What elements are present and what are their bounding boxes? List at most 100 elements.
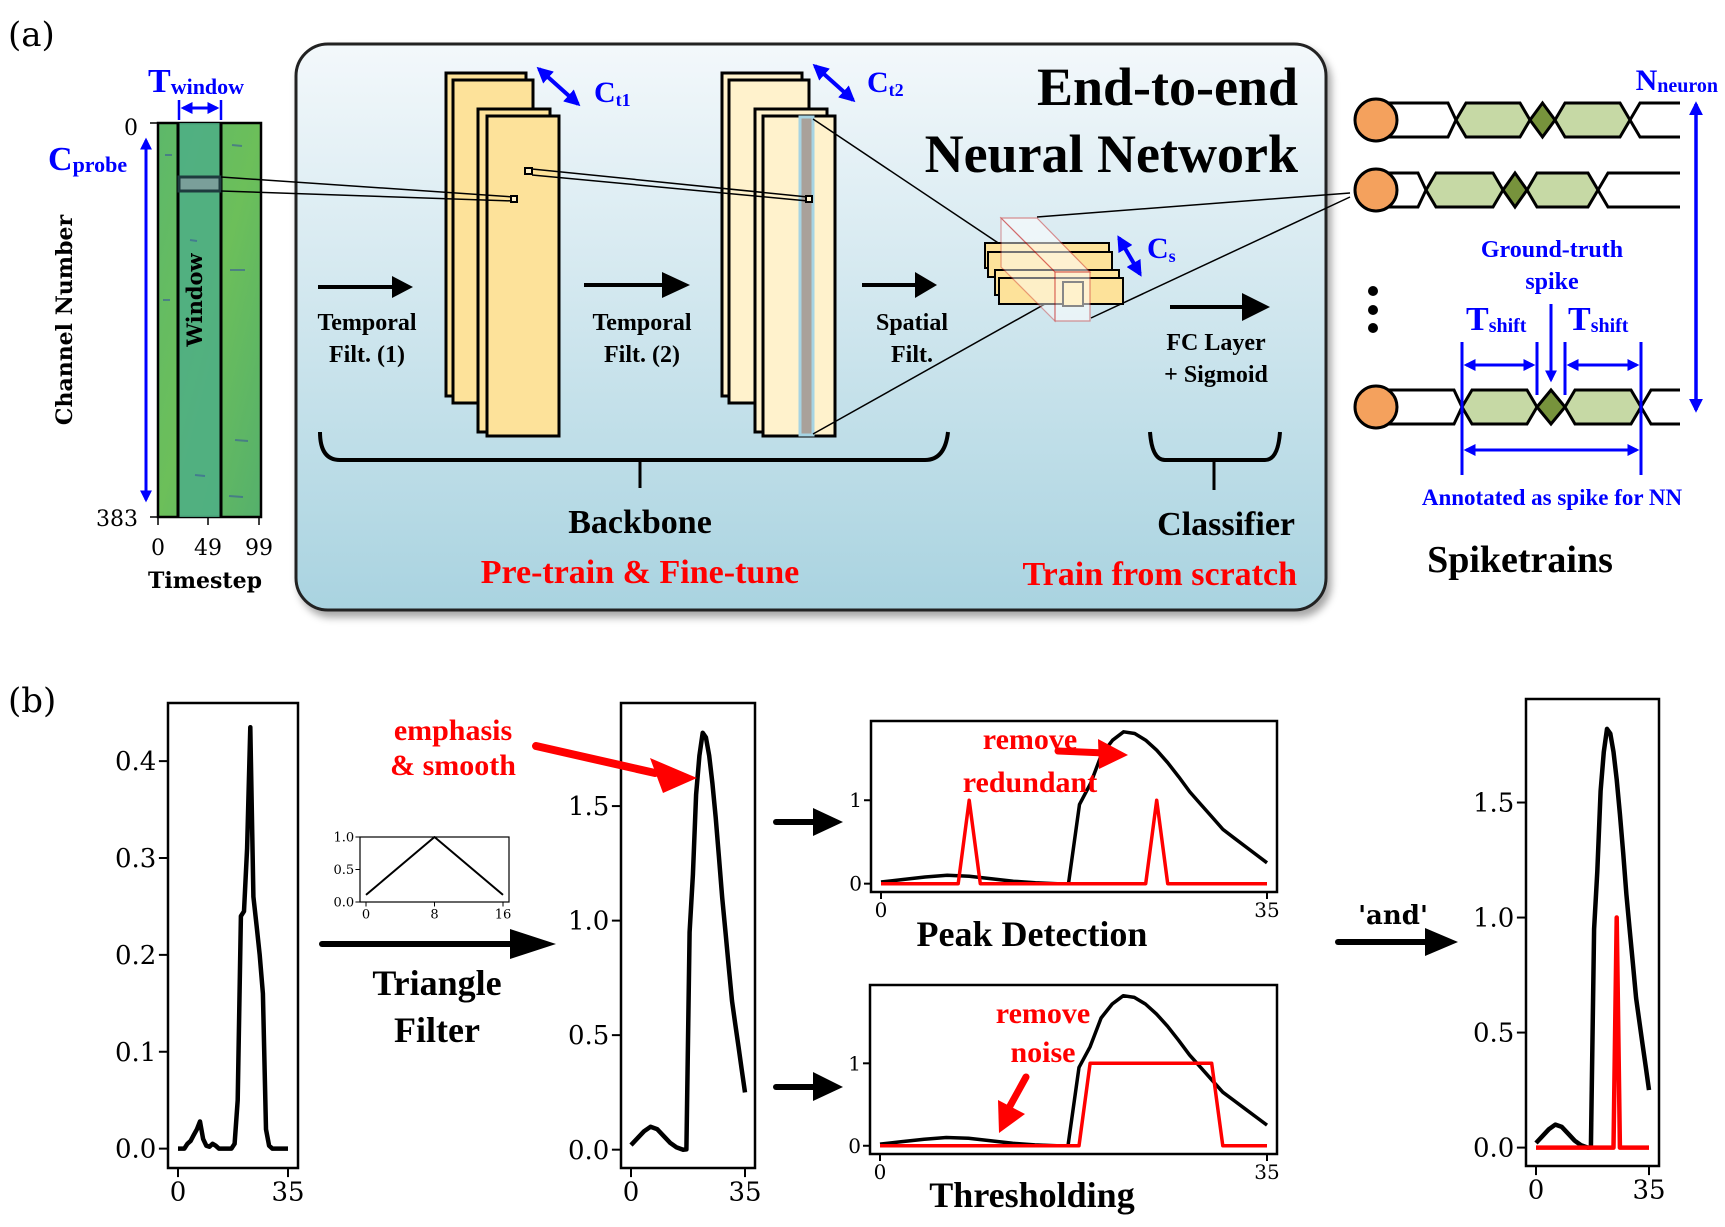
step-arrows <box>318 272 1270 321</box>
y-tick-label: 1 <box>849 788 862 812</box>
probe-y-tick: 0 <box>124 116 138 141</box>
spiketrain-tail <box>1628 101 1680 139</box>
y-tick-label: 0.5 <box>333 863 354 878</box>
remove-noise-line2: noise <box>1010 1036 1075 1069</box>
neuron-circle <box>1353 97 1399 143</box>
t-window-label: Twindow <box>148 63 244 100</box>
y-tick-label: 1.0 <box>1473 904 1514 934</box>
step-spatial-line1: Spatial <box>876 310 948 336</box>
y-tick-label: 0.2 <box>115 941 156 971</box>
shift-window-segment <box>1424 171 1505 209</box>
remove-noise-line1: remove <box>996 997 1090 1030</box>
shift-window-segment <box>1454 101 1532 139</box>
panel-b-label: (b) <box>8 681 56 721</box>
shift-window-segment <box>1460 388 1539 426</box>
ground-truth-line1: Ground-truth <box>1481 237 1623 263</box>
spiketrain-row <box>1353 384 1680 430</box>
step-temporal-1-line1: Temporal <box>317 310 416 336</box>
receptive-patch <box>177 175 222 193</box>
step-temporal-2-line1: Temporal <box>592 310 691 336</box>
y-tick-label: 0.0 <box>333 896 354 911</box>
series-line-filtered <box>1534 726 1652 1150</box>
c-probe-label: Cprobe <box>48 141 127 178</box>
x-tick-label: 0 <box>170 1178 187 1208</box>
probe-x-tick: 49 <box>194 536 222 561</box>
heatmap-noise-marks <box>163 144 249 498</box>
y-tick-label: 0.0 <box>1473 1134 1514 1164</box>
step-spatial-line2: Filt. <box>891 342 933 368</box>
neuron-circle <box>1353 384 1399 430</box>
and-label: 'and' <box>1358 901 1428 931</box>
shift-window-segment <box>1525 171 1600 209</box>
y-tick-label: 0.0 <box>568 1136 609 1166</box>
temporal-feature-maps-2 <box>720 71 837 438</box>
backbone-brace <box>318 431 950 462</box>
t-shift-right-label: Tshift <box>1568 301 1629 338</box>
remove-redundant-line2: redundant <box>963 766 1098 799</box>
network-title-line2: Neural Network <box>925 124 1298 184</box>
series-line-detected_spike <box>1536 915 1649 1150</box>
ct2-arrow <box>812 63 856 103</box>
spatial-column-highlight <box>798 115 815 437</box>
window-label: Window <box>182 252 207 347</box>
t-shift-markers <box>1460 304 1643 475</box>
series-line-kernel <box>365 836 504 896</box>
spiketrains <box>1353 97 1680 430</box>
classifier-label: Classifier <box>1157 506 1295 543</box>
x-tick-label: 0 <box>362 907 370 922</box>
step-temporal-2-line2: Filt. (2) <box>604 342 680 368</box>
spiketrain-row <box>1353 97 1680 143</box>
spiketrain-row <box>1353 167 1680 213</box>
ground-truth-spike <box>1528 100 1557 140</box>
panel-a-label: (a) <box>8 15 55 55</box>
x-tick-label: 0 <box>623 1178 640 1208</box>
spiketrain-tail <box>1639 388 1680 426</box>
thresholding-label: Thresholding <box>929 1175 1134 1215</box>
y-tick-label: 1.5 <box>1473 789 1514 819</box>
t-window-annotation: Twindow <box>148 63 244 120</box>
backbone-note: Pre-train & Fine-tune <box>481 554 800 591</box>
ground-truth-spike <box>1501 170 1529 210</box>
network-title-line1: End-to-end <box>1037 57 1298 117</box>
y-tick-label: 0 <box>849 872 862 896</box>
y-tick-label: 0.5 <box>1473 1019 1514 1049</box>
x-tick-label: 35 <box>1632 1176 1665 1206</box>
temporal-feature-maps-1 <box>444 71 561 438</box>
neuron-circle <box>1353 167 1399 213</box>
y-tick-label: 0.1 <box>115 1038 156 1068</box>
step-fc-line2: + Sigmoid <box>1164 362 1268 388</box>
plot-frame <box>868 983 1279 1156</box>
y-tick-label: 1.0 <box>568 907 609 937</box>
x-tick-label: 35 <box>728 1178 761 1208</box>
remove-redundant-arrow <box>1054 747 1109 757</box>
classifier-note: Train from scratch <box>1023 556 1298 593</box>
probe-heatmap: Window <box>156 121 263 519</box>
ct1-arrow <box>536 66 581 107</box>
x-tick-label: 35 <box>1254 898 1279 922</box>
ct2-label: Ct2 <box>867 66 904 100</box>
spiketrain-tail <box>1596 171 1680 209</box>
x-tick-label: 8 <box>430 907 438 922</box>
probe-y-tick: 383 <box>96 507 138 532</box>
chart-triangle_kernel: 0.0 0.5 1.0 0 8 16 <box>333 831 511 923</box>
probe-x-tick: 0 <box>151 536 165 561</box>
series-line-threshold <box>880 1061 1267 1148</box>
step-temporal-1-line2: Filt. (1) <box>329 342 405 368</box>
y-tick-label: 1.0 <box>333 831 354 846</box>
ellipsis-dots <box>1368 286 1378 333</box>
triangle-filter-line2: Filter <box>394 1010 480 1050</box>
x-tick-label: 0 <box>874 1160 887 1184</box>
y-tick-label: 0.5 <box>568 1021 609 1051</box>
pipeline-arrows <box>319 808 1458 1101</box>
remove-noise-arrow <box>1006 1073 1030 1110</box>
ct1-label: Ct1 <box>594 76 631 110</box>
cs-arrow <box>1117 235 1142 277</box>
probe-x-tick: 99 <box>245 536 273 561</box>
spatial-feature-maps <box>984 216 1124 323</box>
x-tick-label: 16 <box>495 907 512 922</box>
n-neuron-label: Nneuron <box>1636 64 1718 97</box>
